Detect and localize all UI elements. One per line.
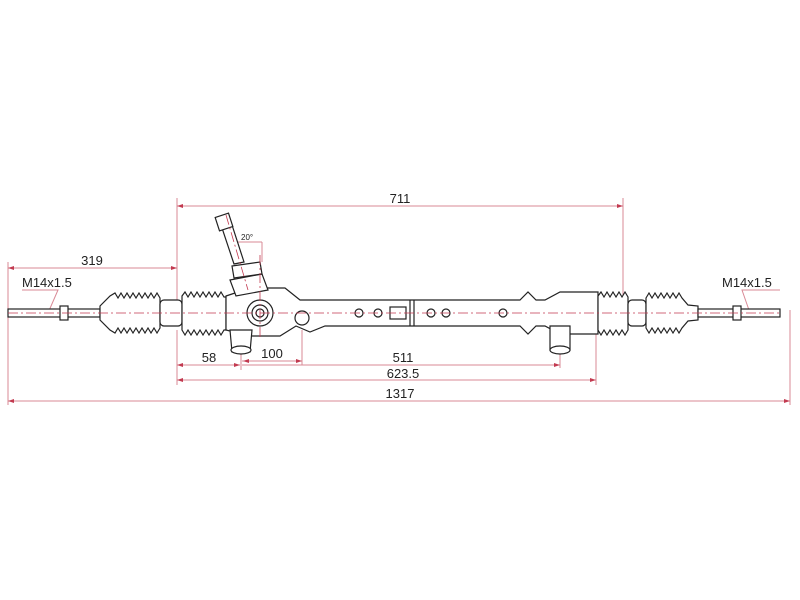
- center-lines: [8, 214, 780, 340]
- dim-mount-offset: 58: [202, 350, 216, 365]
- pinion-angle-label: 20°: [241, 233, 253, 242]
- dimension-arrows: [8, 204, 790, 403]
- rack-assembly: [7, 212, 781, 355]
- dim-mount-spacing: 511: [393, 350, 414, 365]
- dim-overall-length: 1317: [386, 386, 415, 401]
- dim-pinion-to-mount: 100: [261, 346, 283, 361]
- dim-mount-span: 623.5: [387, 366, 420, 381]
- thread-right: M14x1.5: [722, 275, 772, 290]
- dim-housing-length: 711: [390, 191, 411, 206]
- dim-left-tie-rod: 319: [81, 253, 103, 268]
- thread-left: M14x1.5: [22, 275, 72, 290]
